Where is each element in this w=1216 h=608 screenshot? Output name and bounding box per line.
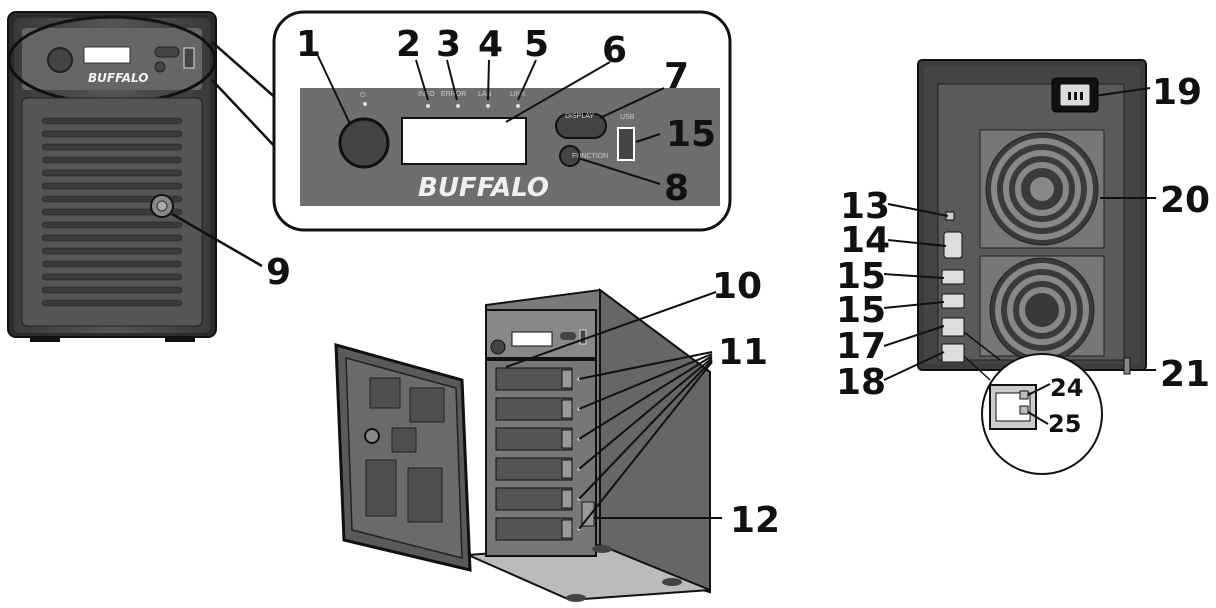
lcd-display [401,117,527,165]
usb-port-rear-2[interactable] [941,293,965,309]
panel-zoom: ⏻ INFO ERROR LAN LINK DISPLAY FUNCTION U… [272,10,732,232]
function-button[interactable] [559,145,581,167]
callout-5: 5 [524,24,549,65]
callout-10: 10 [712,266,762,307]
drive-tray[interactable] [495,427,573,451]
act-led-port [1019,405,1029,415]
callout-25: 25 [1048,410,1081,438]
drive-tray[interactable] [495,487,573,511]
cooling-fan-lower [979,255,1105,363]
display-button-label: DISPLAY [565,113,594,120]
front-view: BUFFALO [7,11,263,342]
leader-11 [578,351,713,530]
front-lcd-display [83,46,131,64]
callout-9: 9 [266,252,291,293]
cooling-fan [979,129,1105,249]
led-label-error: ERROR [441,91,466,98]
callout-13: 13 [840,186,890,227]
display-button[interactable] [555,113,607,139]
callout-15-rear: 15 [836,256,886,297]
callout-4: 4 [478,24,503,65]
rear-leaders [883,87,1156,425]
front-power-button[interactable] [47,47,73,73]
open-door-view: 10 11 12 [334,266,780,602]
callout-19: 19 [1152,72,1202,113]
callout-18: 18 [836,362,886,403]
front-grille [41,117,183,307]
power-button[interactable] [338,117,390,169]
svg-text:⏻: ⏻ [360,91,366,99]
callout-16: 15 [836,290,886,331]
lan-port-2[interactable] [941,343,965,363]
callout-2: 2 [396,24,421,65]
lan-port-1[interactable] [941,317,965,337]
usb-port-front[interactable] [617,127,635,161]
usb-label: USB [620,114,635,121]
front-brand-logo: BUFFALO [88,71,148,85]
callout-17: 17 [836,326,886,367]
callout-15-front: 15 [666,114,716,155]
led-label-link: LINK [510,91,526,98]
drive-tray[interactable] [495,457,573,481]
drive-tray[interactable] [495,397,573,421]
drive-tray[interactable] [495,367,573,391]
callout-20: 20 [1160,180,1210,221]
link-led [516,104,520,108]
function-button-label: FUNCTION [572,153,608,160]
callout-12: 12 [730,500,780,541]
error-led [456,104,460,108]
usb-port-rear-1[interactable] [941,269,965,285]
callout-6: 6 [602,30,627,71]
leader-10 [505,291,717,368]
rear-view: 19 20 21 13 14 15 15 17 18 24 25 [836,59,1210,475]
callout-7: 7 [664,56,689,97]
lan-led [486,104,490,108]
callout-8: 8 [664,168,689,209]
callout-21: 21 [1160,354,1210,395]
drive-tray[interactable] [495,517,573,541]
callout-1: 1 [296,24,321,65]
rear-lock-slot [1123,357,1131,375]
panel-leaders [317,55,665,185]
link-led-port [1019,390,1029,400]
panel-brand-logo: BUFFALO [418,173,549,203]
info-led [426,104,430,108]
door-inner-panels [365,377,445,523]
callout-14: 14 [840,220,890,261]
led-label-lan: LAN [478,91,492,98]
serial-port[interactable] [943,231,963,259]
callout-3: 3 [436,24,461,65]
drive-bays [495,367,573,541]
callout-24: 24 [1050,374,1083,402]
callout-11: 11 [718,332,768,373]
